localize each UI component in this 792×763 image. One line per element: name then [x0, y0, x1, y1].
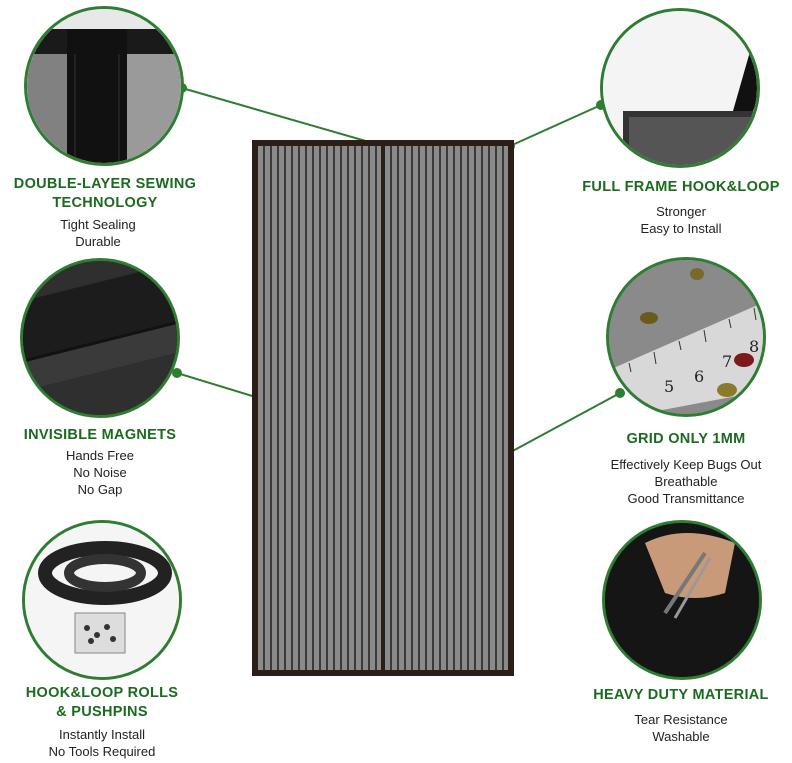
detail-line: Washable	[652, 729, 710, 744]
feature-details-rolls: Instantly Install No Tools Required	[0, 726, 204, 760]
detail-line: Stronger	[656, 204, 706, 219]
hook-loop-rolls-photo	[22, 520, 182, 680]
feature-heading-rolls: HOOK&LOOP ROLLS & PUSHPINS	[0, 684, 204, 722]
detail-line: No Noise	[73, 465, 127, 480]
detail-line: Tight Sealing	[60, 217, 136, 232]
detail-line: Good Transmittance	[627, 491, 745, 506]
full-frame-hook-loop-photo	[600, 8, 760, 168]
invisible-magnets-photo	[20, 258, 180, 418]
heading-line: TECHNOLOGY	[52, 195, 158, 211]
feature-details-invisible-magnets: Hands Free No Noise No Gap	[0, 447, 200, 498]
heading-line: FULL FRAME HOOK&LOOP	[582, 179, 780, 195]
grid-ruler-photo: 5 6 7 8	[606, 257, 766, 417]
heavy-duty-material-photo	[602, 520, 762, 680]
heading-line: HOOK&LOOP ROLLS	[25, 685, 179, 701]
feature-heading-full-frame: FULL FRAME HOOK&LOOP	[570, 178, 792, 197]
feature-heading-invisible-magnets: INVISIBLE MAGNETS	[0, 426, 200, 445]
ruler-number-8: 8	[749, 337, 759, 356]
heading-line: & PUSHPINS	[56, 704, 148, 720]
ruler-number-6: 6	[694, 367, 704, 386]
feature-details-grid: Effectively Keep Bugs Out Breathable Goo…	[580, 456, 792, 507]
detail-line: Instantly Install	[59, 727, 145, 742]
detail-line: Durable	[75, 234, 121, 249]
detail-line: Effectively Keep Bugs Out	[610, 457, 762, 472]
heading-line: HEAVY DUTY MATERIAL	[593, 687, 769, 703]
detail-line: Hands Free	[66, 448, 134, 463]
double-layer-sewing-photo	[24, 6, 184, 166]
detail-line: No Tools Required	[48, 744, 156, 759]
feature-heading-double-layer: DOUBLE-LAYER SEWING TECHNOLOGY	[0, 175, 210, 213]
detail-line: Easy to Install	[640, 221, 722, 236]
feature-details-double-layer: Tight Sealing Durable	[0, 216, 196, 250]
feature-heading-heavy-duty: HEAVY DUTY MATERIAL	[570, 686, 792, 705]
heading-line: GRID ONLY 1MM	[626, 431, 746, 447]
screen-panel-right	[385, 146, 508, 670]
ruler-number-7: 7	[722, 352, 732, 371]
detail-line: No Gap	[77, 482, 123, 497]
feature-details-heavy-duty: Tear Resistance Washable	[570, 711, 792, 745]
detail-line: Tear Resistance	[634, 712, 728, 727]
heading-line: DOUBLE-LAYER SEWING	[13, 176, 197, 192]
feature-heading-grid: GRID ONLY 1MM	[580, 430, 792, 449]
ruler-number-5: 5	[664, 377, 674, 396]
magnetic-screen-door	[252, 140, 514, 676]
feature-details-full-frame: Stronger Easy to Install	[570, 203, 792, 237]
detail-line: Breathable	[654, 474, 718, 489]
screen-panel-left	[258, 146, 381, 670]
heading-line: INVISIBLE MAGNETS	[23, 427, 177, 443]
